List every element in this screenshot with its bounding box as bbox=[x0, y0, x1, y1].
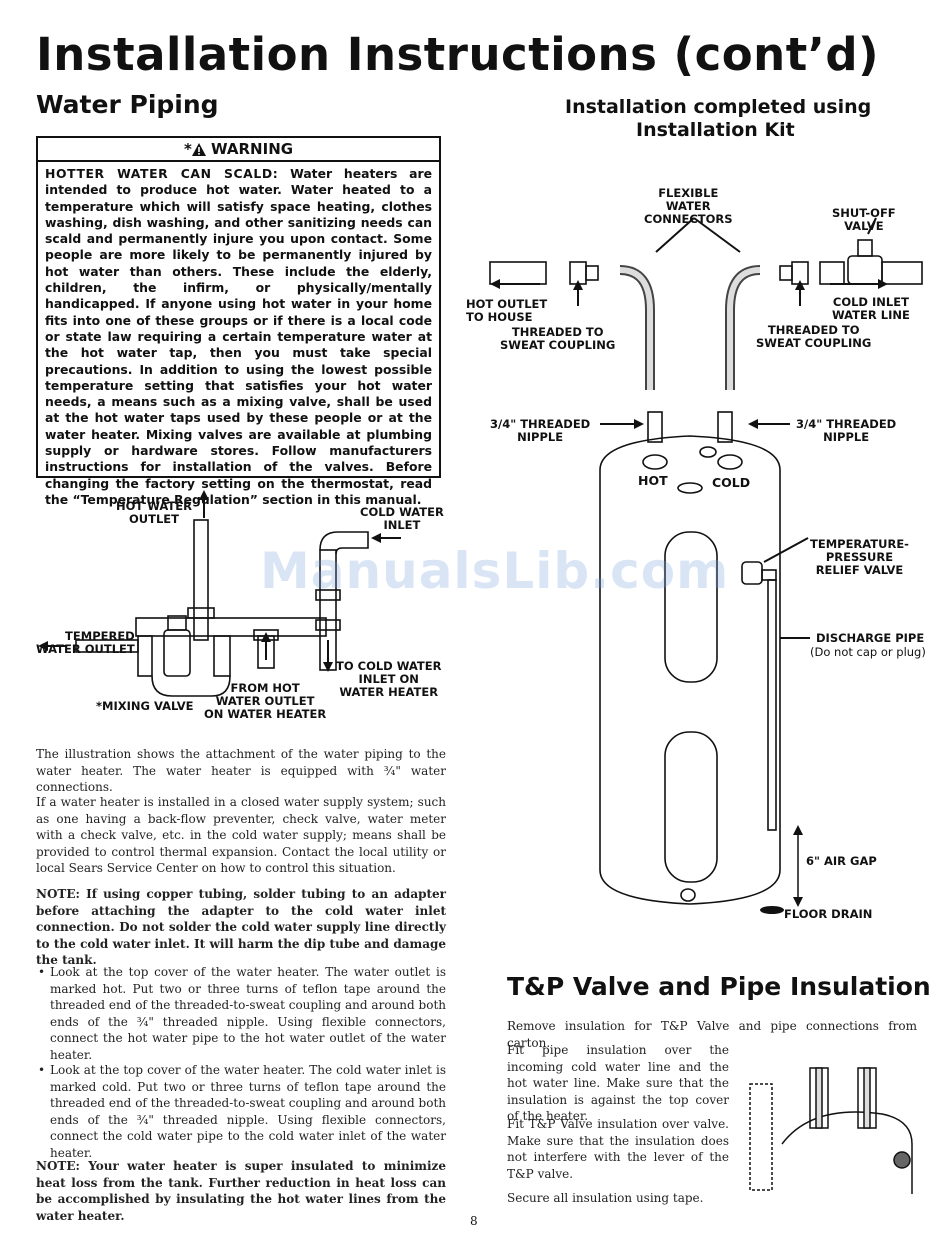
bullet-hot-text: Look at the top cover of the water heate… bbox=[50, 965, 446, 1062]
water-piping-heading: Water Piping bbox=[36, 90, 219, 119]
bullet-cold-text: Look at the top cover of the water heate… bbox=[50, 1063, 446, 1160]
discharge-note: (Do not cap or plug) bbox=[810, 645, 926, 659]
water-heater-kit-diagram bbox=[489, 217, 923, 914]
discharge-pipe-label: DISCHARGE PIPE bbox=[816, 631, 925, 645]
tp-insulation-heading: T&P Valve and Pipe Insulation bbox=[507, 972, 931, 1001]
hot-marking: HOT bbox=[638, 473, 668, 488]
warning-header: * WARNING bbox=[38, 138, 439, 162]
warning-text: HOTTER WATER CAN SCALD: Water heaters ar… bbox=[38, 162, 439, 512]
warning-lead: HOTTER WATER CAN SCALD: bbox=[45, 166, 279, 181]
cold-marking: COLD bbox=[712, 475, 751, 490]
warning-body: Water heaters are intended to produce ho… bbox=[45, 166, 432, 507]
kit-heading-line2: Installation Kit bbox=[636, 119, 795, 141]
tp-para-fit-pipe-text: Fit pipe insulation over the incoming co… bbox=[507, 1043, 729, 1123]
page-title: Installation Instructions (cont’d) bbox=[36, 28, 880, 81]
floor-drain-label: FLOOR DRAIN bbox=[784, 907, 873, 921]
note-insulation: NOTE: Your water heater is super insulat… bbox=[36, 1159, 446, 1223]
para-illustration: The illustration shows the attachment of… bbox=[36, 747, 446, 794]
warning-box: * WARNING HOTTER WATER CAN SCALD: Water … bbox=[36, 136, 441, 507]
tp-para-fit-valve: Fit T&P Valve insulation over valve. Mak… bbox=[507, 1117, 729, 1181]
para-closed-system: If a water heater is installed in a clos… bbox=[36, 795, 446, 875]
warning-triangle-icon bbox=[191, 143, 206, 156]
mixing-valve-diagram bbox=[38, 490, 401, 697]
air-gap-label: 6" AIR GAP bbox=[806, 854, 877, 868]
bullet-hot: •Look at the top cover of the water heat… bbox=[38, 965, 446, 1062]
tp-para-remove: Remove insulation for T&P Valve and pipe… bbox=[507, 1019, 917, 1050]
warning-title: WARNING bbox=[211, 140, 294, 158]
kit-heading-line1: Installation completed using bbox=[565, 96, 872, 118]
note-copper-tubing: NOTE: If using copper tubing, solder tub… bbox=[36, 887, 446, 967]
tp-para-secure: Secure all insulation using tape. bbox=[507, 1191, 704, 1205]
warning-asterisk: * bbox=[183, 140, 192, 158]
insulation-diagram bbox=[749, 1067, 913, 1194]
page-number: 8 bbox=[470, 1214, 478, 1228]
bullet-cold: •Look at the top cover of the water heat… bbox=[38, 1063, 446, 1160]
tp-para-fit-pipe: Fit pipe insulation over the incoming co… bbox=[507, 1042, 917, 1125]
mixing-valve-label: *MIXING VALVE bbox=[96, 699, 194, 713]
watermark: ManualsLib.com bbox=[260, 542, 730, 600]
